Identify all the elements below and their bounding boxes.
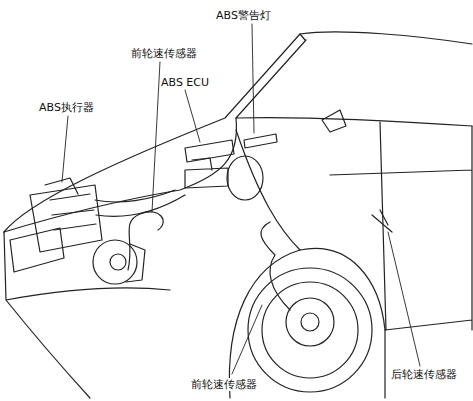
warning-lamp — [244, 134, 277, 148]
part-label: 后轮速传感器 — [390, 368, 458, 381]
front-sensor-wire-right — [261, 222, 290, 310]
side-panel — [236, 126, 472, 330]
fender — [229, 248, 385, 398]
car-body — [4, 32, 472, 232]
leader-line — [62, 116, 68, 182]
abs-ecu — [185, 140, 234, 162]
leader-line — [185, 90, 200, 142]
front-sensor-wire-left — [128, 212, 163, 270]
windshield — [236, 34, 472, 126]
leader-line — [232, 305, 262, 374]
part-label: ABS ECU — [160, 76, 210, 89]
leader-line — [252, 24, 254, 133]
hood-edge — [4, 118, 237, 232]
abs-actuator — [30, 178, 102, 252]
tire-inner — [262, 282, 358, 378]
actuator-lines — [95, 190, 185, 216]
front-bumper — [4, 232, 170, 398]
tire — [248, 268, 372, 392]
booster — [227, 156, 263, 200]
hub — [286, 298, 334, 346]
mirror — [322, 110, 346, 132]
part-label: 前轮速传感器 — [190, 378, 258, 391]
leader-line — [388, 232, 420, 366]
master-cylinder — [185, 158, 228, 188]
part-label: ABS执行器 — [38, 101, 95, 114]
left-hub-center — [110, 254, 126, 270]
part-label: ABS警告灯 — [215, 9, 272, 22]
part-label: 前轮速传感器 — [130, 47, 198, 60]
leader-line — [152, 62, 160, 212]
rear-sensor-wire — [372, 210, 392, 232]
hub-center — [301, 313, 319, 331]
